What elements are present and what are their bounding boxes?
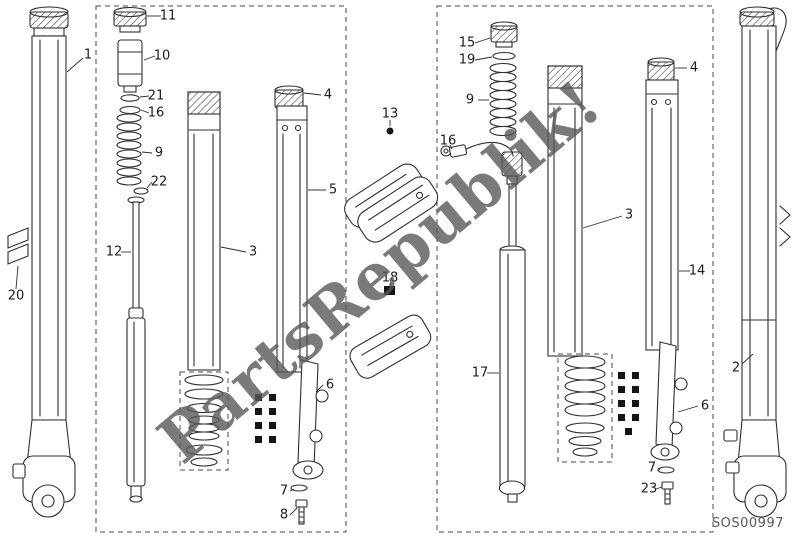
fastener-dots-left bbox=[255, 394, 276, 443]
callout-9: 9 bbox=[465, 92, 475, 108]
callout-19: 19 bbox=[458, 52, 476, 68]
callout-2: 2 bbox=[731, 360, 741, 376]
callout-12: 12 bbox=[105, 244, 123, 260]
fork-spring-right bbox=[489, 62, 517, 137]
washer-19 bbox=[492, 51, 516, 61]
callout-16: 16 bbox=[147, 105, 165, 121]
block-18 bbox=[384, 286, 395, 295]
callout-1: 1 bbox=[83, 47, 93, 63]
callout-10: 10 bbox=[153, 48, 171, 64]
callout-9: 9 bbox=[154, 145, 164, 161]
seal-kit-left bbox=[179, 371, 229, 471]
callout-13: 13 bbox=[381, 106, 399, 122]
callout-18: 18 bbox=[381, 270, 399, 286]
ring-21 bbox=[120, 94, 140, 102]
callout-8: 8 bbox=[279, 507, 289, 523]
washer-bolt-left bbox=[290, 484, 308, 525]
fork-leg-left bbox=[12, 6, 76, 518]
callout-20: 20 bbox=[7, 288, 25, 304]
outer-tube-left bbox=[276, 105, 308, 373]
fastener-dots-right bbox=[618, 372, 639, 435]
leader-lines bbox=[15, 15, 754, 516]
fork-leg-right bbox=[723, 6, 787, 518]
fork-spring-left bbox=[116, 113, 142, 186]
top-cap-left bbox=[113, 6, 147, 33]
caliper-bracket-left bbox=[292, 359, 329, 480]
inner-tube-right bbox=[547, 65, 583, 357]
seal-kit-right bbox=[557, 353, 613, 463]
part-code: SOS00997 bbox=[711, 516, 784, 531]
outer-tube-right bbox=[645, 79, 679, 351]
screw-dot-13 bbox=[386, 127, 394, 135]
washer-bolt-right bbox=[657, 466, 675, 505]
callout-3: 3 bbox=[248, 244, 258, 260]
callout-15: 15 bbox=[458, 35, 476, 51]
callout-11: 11 bbox=[159, 8, 177, 24]
right-assembly-box bbox=[436, 5, 714, 533]
callout-6: 6 bbox=[325, 377, 335, 393]
callout-7: 7 bbox=[279, 483, 289, 499]
cartridge-damper-17 bbox=[498, 151, 526, 503]
callout-4: 4 bbox=[323, 87, 333, 103]
caliper-bracket-right bbox=[650, 341, 688, 461]
callout-14: 14 bbox=[688, 263, 706, 279]
callout-23: 23 bbox=[640, 481, 658, 497]
callout-5: 5 bbox=[328, 182, 338, 198]
callout-3: 3 bbox=[624, 207, 634, 223]
chevron-right-icon bbox=[779, 205, 791, 247]
inner-tube-left bbox=[187, 91, 221, 371]
callout-17: 17 bbox=[471, 365, 489, 381]
clamp-plate-lower bbox=[349, 314, 432, 379]
callout-6: 6 bbox=[700, 398, 710, 414]
top-cap-right bbox=[490, 21, 518, 48]
cable-fitting-16 bbox=[440, 141, 514, 158]
ring-22 bbox=[133, 187, 149, 195]
callout-4: 4 bbox=[689, 60, 699, 76]
preload-adjuster bbox=[117, 39, 143, 93]
callout-22: 22 bbox=[150, 174, 168, 190]
cap-left bbox=[274, 85, 304, 109]
clamp-plate-upper bbox=[344, 163, 439, 243]
callout-16: 16 bbox=[439, 133, 457, 149]
left-assembly-box bbox=[95, 5, 347, 533]
callout-21: 21 bbox=[147, 88, 165, 104]
callout-7: 7 bbox=[647, 460, 657, 476]
clip-plates bbox=[7, 227, 29, 265]
damper-rod bbox=[126, 196, 146, 503]
